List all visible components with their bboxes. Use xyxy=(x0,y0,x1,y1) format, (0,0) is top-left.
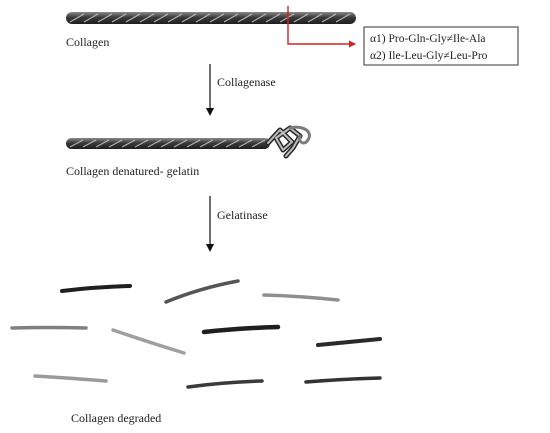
collagen-label: Collagen xyxy=(66,35,109,49)
helix-twist xyxy=(97,13,113,23)
helix-twist xyxy=(251,13,267,23)
gelatinase-label: Gelatinase xyxy=(217,208,268,222)
cleavage-site-box: α1) Pro-Gln-Gly≠Ile-Ala α2) Ile-Leu-Gly≠… xyxy=(363,26,519,66)
degraded-fragments xyxy=(10,279,382,389)
helix-twist xyxy=(134,139,149,148)
helix-twist xyxy=(335,13,351,23)
helix-twist xyxy=(108,139,123,148)
helix-twist xyxy=(223,13,239,23)
helix-twist xyxy=(69,139,84,148)
helix-twist xyxy=(279,13,295,23)
denatured-gelatin-label: Collagen denatured- gelatin xyxy=(66,164,199,178)
helix-twist xyxy=(307,13,323,23)
helix-twist xyxy=(111,13,127,23)
collagen-fragment xyxy=(60,284,132,293)
collagen-fragment xyxy=(316,337,382,347)
collagen-fragment xyxy=(262,293,340,302)
cleavage-pointer xyxy=(287,6,356,48)
helix-twist xyxy=(160,139,175,148)
helix-twist xyxy=(199,139,214,148)
collagen-fragment xyxy=(111,328,186,355)
helix-twist xyxy=(195,13,211,23)
helix-twist xyxy=(265,13,281,23)
collagenase-label: Collagenase xyxy=(217,75,276,89)
collagen-fragment xyxy=(33,374,108,383)
helix-twist xyxy=(321,13,337,23)
helix-twist xyxy=(95,139,110,148)
denatured-collagen-fiber xyxy=(66,125,311,159)
helix-twist xyxy=(209,13,225,23)
collagen-fragment xyxy=(10,325,88,330)
collagen-fragment xyxy=(201,324,281,335)
helix-twist xyxy=(181,13,197,23)
helix-twist xyxy=(251,139,266,148)
helix-twist xyxy=(237,13,253,23)
alpha2-sequence: α2) Ile-Leu-Gly≠Leu-Pro xyxy=(370,50,488,62)
helix-twist xyxy=(139,13,155,23)
collagen-fragment xyxy=(304,376,382,384)
helix-twist xyxy=(173,139,188,148)
helix-twist xyxy=(153,13,169,23)
collagen-fragment xyxy=(186,379,264,389)
helix-twist xyxy=(225,139,240,148)
helix-twist xyxy=(69,13,85,23)
alpha1-sequence: α1) Pro-Gln-Gly≠Ile-Ala xyxy=(370,33,486,45)
helix-twist xyxy=(121,139,136,148)
helix-twist xyxy=(212,139,227,148)
helix-twist xyxy=(82,139,97,148)
collagen-fiber xyxy=(66,12,356,24)
helix-twist xyxy=(167,13,183,23)
collagen-degraded-label: Collagen degraded xyxy=(71,411,161,425)
helix-twist xyxy=(186,139,201,148)
helix-twist xyxy=(83,13,99,23)
helix-twist xyxy=(125,13,141,23)
helix-twist xyxy=(238,139,253,148)
helix-twist xyxy=(147,139,162,148)
collagen-fragment xyxy=(164,279,240,304)
helix-twist xyxy=(293,13,309,23)
